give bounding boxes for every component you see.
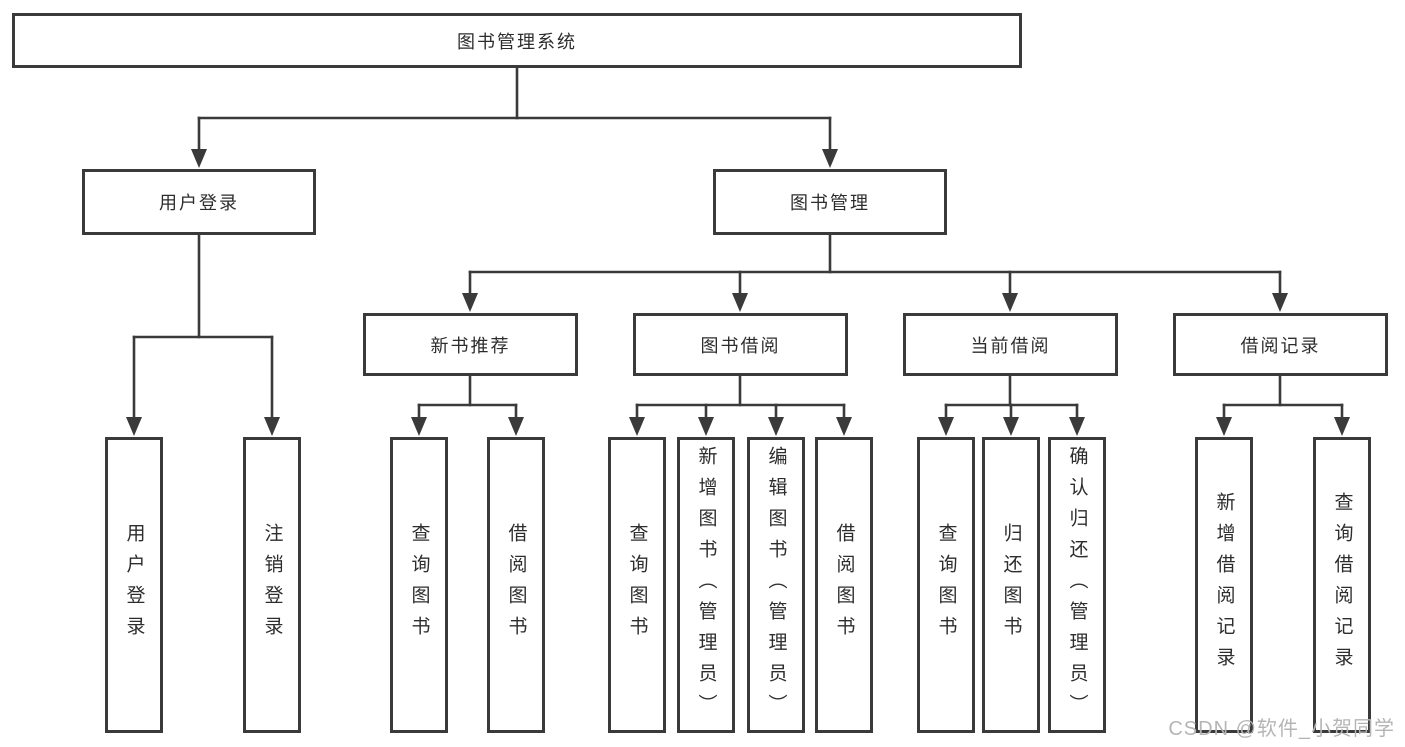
node-library-system-label: 图书管理系统 xyxy=(457,31,577,52)
leaf-logout: 注销登录 xyxy=(243,437,301,733)
leaf-user-login-label: 用户登录 xyxy=(123,523,145,647)
leaf-records-add-record: 新增借阅记录 xyxy=(1195,437,1253,733)
leaf-recommend-query-books-label: 查询图书 xyxy=(408,523,430,647)
node-new-book-recommend-label: 新书推荐 xyxy=(430,335,511,356)
node-book-borrowing-label: 图书借阅 xyxy=(700,335,781,356)
leaf-recommend-borrow-books-label: 借阅图书 xyxy=(505,523,527,647)
leaf-records-add-record-label: 新增借阅记录 xyxy=(1213,492,1235,678)
node-borrow-records-label: 借阅记录 xyxy=(1240,335,1321,356)
leaf-records-query-record: 查询借阅记录 xyxy=(1313,437,1371,733)
leaf-current-return-books: 归还图书 xyxy=(982,437,1040,733)
leaf-current-query-books: 查询图书 xyxy=(917,437,975,733)
leaf-borrow-borrow-books-label: 借阅图书 xyxy=(833,523,855,647)
leaf-borrow-add-books-admin-label: 新增图书（管理员） xyxy=(695,445,717,725)
leaf-current-return-books-label: 归还图书 xyxy=(1000,523,1022,647)
leaf-recommend-borrow-books: 借阅图书 xyxy=(487,437,545,733)
leaf-current-confirm-return-admin-label: 确认归还（管理员） xyxy=(1066,445,1088,725)
node-current-borrowing: 当前借阅 xyxy=(903,313,1118,376)
node-user-login: 用户登录 xyxy=(82,169,316,235)
leaf-current-confirm-return-admin: 确认归还（管理员） xyxy=(1048,437,1106,733)
leaf-borrow-edit-books-admin-label: 编辑图书（管理员） xyxy=(765,445,787,725)
node-book-management-label: 图书管理 xyxy=(790,193,870,213)
leaf-borrow-add-books-admin: 新增图书（管理员） xyxy=(677,437,735,733)
leaf-recommend-query-books: 查询图书 xyxy=(390,437,448,733)
leaf-borrow-borrow-books: 借阅图书 xyxy=(815,437,873,733)
node-book-borrowing: 图书借阅 xyxy=(633,313,848,376)
arrowhead-icons xyxy=(126,149,1350,436)
leaf-borrow-query-books-label: 查询图书 xyxy=(626,523,648,647)
leaf-records-query-record-label: 查询借阅记录 xyxy=(1331,492,1353,678)
node-library-system: 图书管理系统 xyxy=(12,13,1022,68)
node-user-login-label: 用户登录 xyxy=(159,193,239,213)
leaf-borrow-query-books: 查询图书 xyxy=(608,437,666,733)
node-current-borrowing-label: 当前借阅 xyxy=(970,335,1051,356)
node-borrow-records: 借阅记录 xyxy=(1173,313,1388,376)
node-book-management: 图书管理 xyxy=(713,169,947,235)
leaf-current-query-books-label: 查询图书 xyxy=(935,523,957,647)
leaf-borrow-edit-books-admin: 编辑图书（管理员） xyxy=(747,437,805,733)
leaf-user-login: 用户登录 xyxy=(105,437,163,733)
node-new-book-recommend: 新书推荐 xyxy=(363,313,578,376)
leaf-logout-label: 注销登录 xyxy=(261,523,283,647)
csdn-watermark: CSDN @软件_小贺同学 xyxy=(1168,718,1395,740)
